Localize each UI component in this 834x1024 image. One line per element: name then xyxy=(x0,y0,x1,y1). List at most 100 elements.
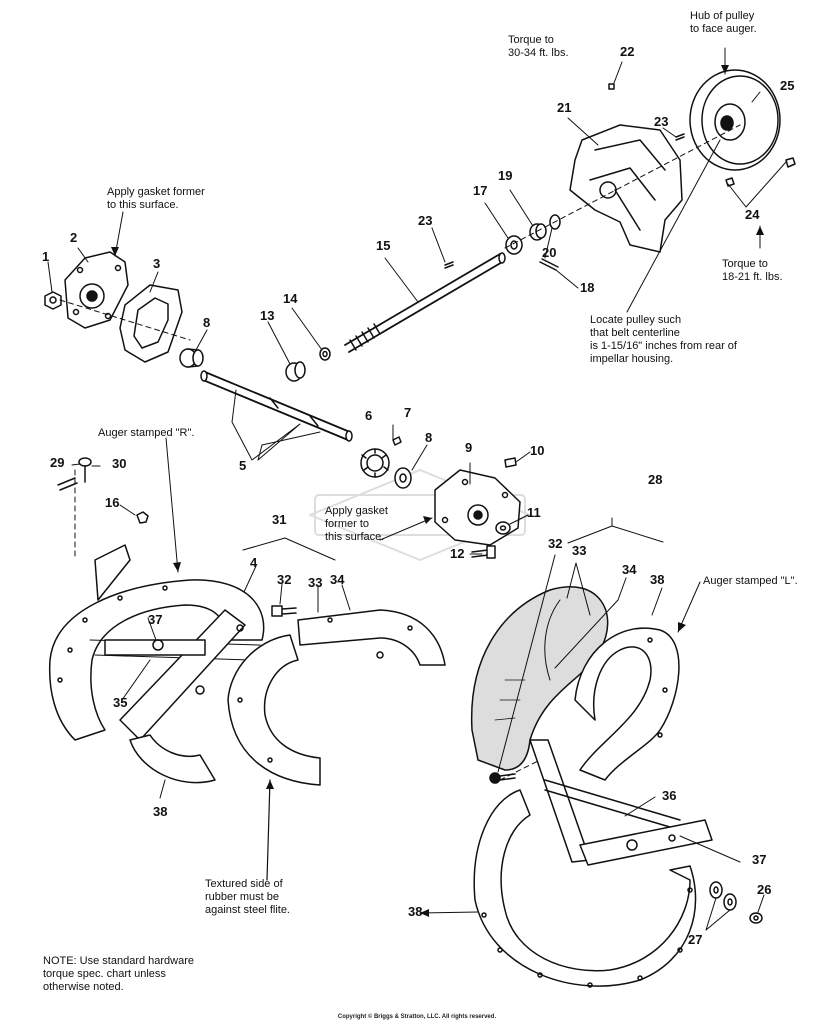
label-24: 24 xyxy=(745,207,760,222)
label-33b: 33 xyxy=(572,543,587,558)
part-17-bushing xyxy=(505,235,523,255)
note-textured: Textured side of rubber must be against … xyxy=(205,878,290,916)
label-26: 26 xyxy=(757,882,772,897)
label-37b: 37 xyxy=(752,852,767,867)
part-11-washer xyxy=(495,521,511,535)
part-6-gear xyxy=(360,448,390,478)
label-17: 17 xyxy=(473,183,488,198)
label-13: 13 xyxy=(260,308,275,323)
label-34b: 34 xyxy=(622,562,637,577)
right-steel-flite xyxy=(574,627,680,781)
label-9: 9 xyxy=(465,440,473,455)
note-auger-r: Auger stamped "R". xyxy=(98,427,195,439)
label-8b: 8 xyxy=(425,430,433,445)
part-26-nut xyxy=(749,912,763,924)
label-38d: 38 xyxy=(408,904,423,919)
leader-lines xyxy=(47,47,787,931)
note-torque-24: Torque to 18-21 ft. lbs. xyxy=(722,258,783,283)
label-32b: 32 xyxy=(548,536,563,551)
part-1-nut xyxy=(44,291,62,310)
left-auger-assembly xyxy=(48,544,265,784)
label-15: 15 xyxy=(376,238,391,253)
label-1: 1 xyxy=(42,249,50,264)
label-2: 2 xyxy=(70,230,78,245)
label-3: 3 xyxy=(153,256,161,271)
label-38a: 38 xyxy=(153,804,168,819)
label-23b: 23 xyxy=(654,114,669,129)
part-18-pin xyxy=(539,258,559,271)
label-35: 35 xyxy=(113,695,128,710)
part-22-nut xyxy=(608,83,615,90)
label-21: 21 xyxy=(557,100,572,115)
label-8a: 8 xyxy=(203,315,211,330)
label-28: 28 xyxy=(648,472,663,487)
label-34a: 34 xyxy=(330,572,345,587)
label-16: 16 xyxy=(105,495,120,510)
part-15-worm-shaft xyxy=(344,252,506,353)
label-27: 27 xyxy=(688,932,703,947)
label-37a: 37 xyxy=(148,612,163,627)
part-29-pin xyxy=(57,477,78,491)
note-hub-pulley: Hub of pulley to face auger. xyxy=(690,10,757,35)
note-gasket-mid: Apply gasket former to this surface. xyxy=(325,505,388,543)
part-30-bolt xyxy=(78,457,92,483)
part-8-bushing-right xyxy=(394,467,412,489)
part-23-key-top xyxy=(675,133,685,141)
part-32-bolt-right xyxy=(489,772,516,784)
part-23-key xyxy=(444,261,454,269)
part-8-bushing xyxy=(179,348,204,368)
right-auger-assembly xyxy=(473,739,713,988)
part-10-fitting xyxy=(504,457,517,468)
label-23a: 23 xyxy=(418,213,433,228)
assembly-centerline xyxy=(59,124,741,341)
note-locate-pulley: Locate pulley such that belt centerline … xyxy=(590,314,737,365)
label-7: 7 xyxy=(404,405,412,420)
label-18: 18 xyxy=(580,280,595,295)
note-gasket-top: Apply gasket former to this surface. xyxy=(107,186,205,211)
part-31-bracket xyxy=(242,537,336,561)
label-12: 12 xyxy=(450,546,465,561)
label-29: 29 xyxy=(50,455,65,470)
part-7-key xyxy=(392,436,402,446)
part-3-gasket xyxy=(119,284,183,363)
watermark-logo xyxy=(309,469,531,561)
part-32-bolt xyxy=(271,605,297,617)
right-rubber-flite xyxy=(470,586,609,771)
part-31-rubber-flites xyxy=(227,609,446,786)
label-31: 31 xyxy=(272,512,287,527)
part-12-bolt xyxy=(471,545,496,559)
arrowheads xyxy=(111,65,764,917)
label-11: 11 xyxy=(527,505,541,520)
part-25-pulley xyxy=(689,69,781,171)
label-32a: 32 xyxy=(277,572,292,587)
part-9-gear-housing xyxy=(434,469,521,546)
label-36: 36 xyxy=(662,788,677,803)
copyright: Copyright © Briggs & Stratton, LLC. All … xyxy=(337,1014,497,1020)
label-5: 5 xyxy=(239,458,247,473)
part-21-impeller xyxy=(569,124,683,253)
label-20: 20 xyxy=(542,245,557,260)
label-4: 4 xyxy=(250,555,258,570)
label-19: 19 xyxy=(498,168,513,183)
note-bottom: NOTE: Use standard hardware torque spec.… xyxy=(43,955,195,993)
label-22: 22 xyxy=(620,44,635,59)
note-torque-22: Torque to 30-34 ft. lbs. xyxy=(508,34,569,59)
label-33a: 33 xyxy=(308,575,323,590)
part-14-washer xyxy=(319,347,331,361)
label-38b: 38 xyxy=(650,572,665,587)
assembly-centerline-bottom xyxy=(74,469,541,781)
label-10: 10 xyxy=(530,443,545,458)
label-30: 30 xyxy=(112,456,127,471)
label-6: 6 xyxy=(365,408,373,423)
part-2-cover-plate xyxy=(64,251,129,329)
part-19-bearing xyxy=(529,223,547,241)
label-25: 25 xyxy=(780,78,795,93)
note-auger-l: Auger stamped "L". xyxy=(703,575,798,587)
part-28-bracket xyxy=(567,517,664,544)
part-5-auger-shaft xyxy=(200,370,353,442)
label-14: 14 xyxy=(283,291,298,306)
part-13-bushing xyxy=(285,361,306,382)
part-16-nut xyxy=(136,511,149,524)
